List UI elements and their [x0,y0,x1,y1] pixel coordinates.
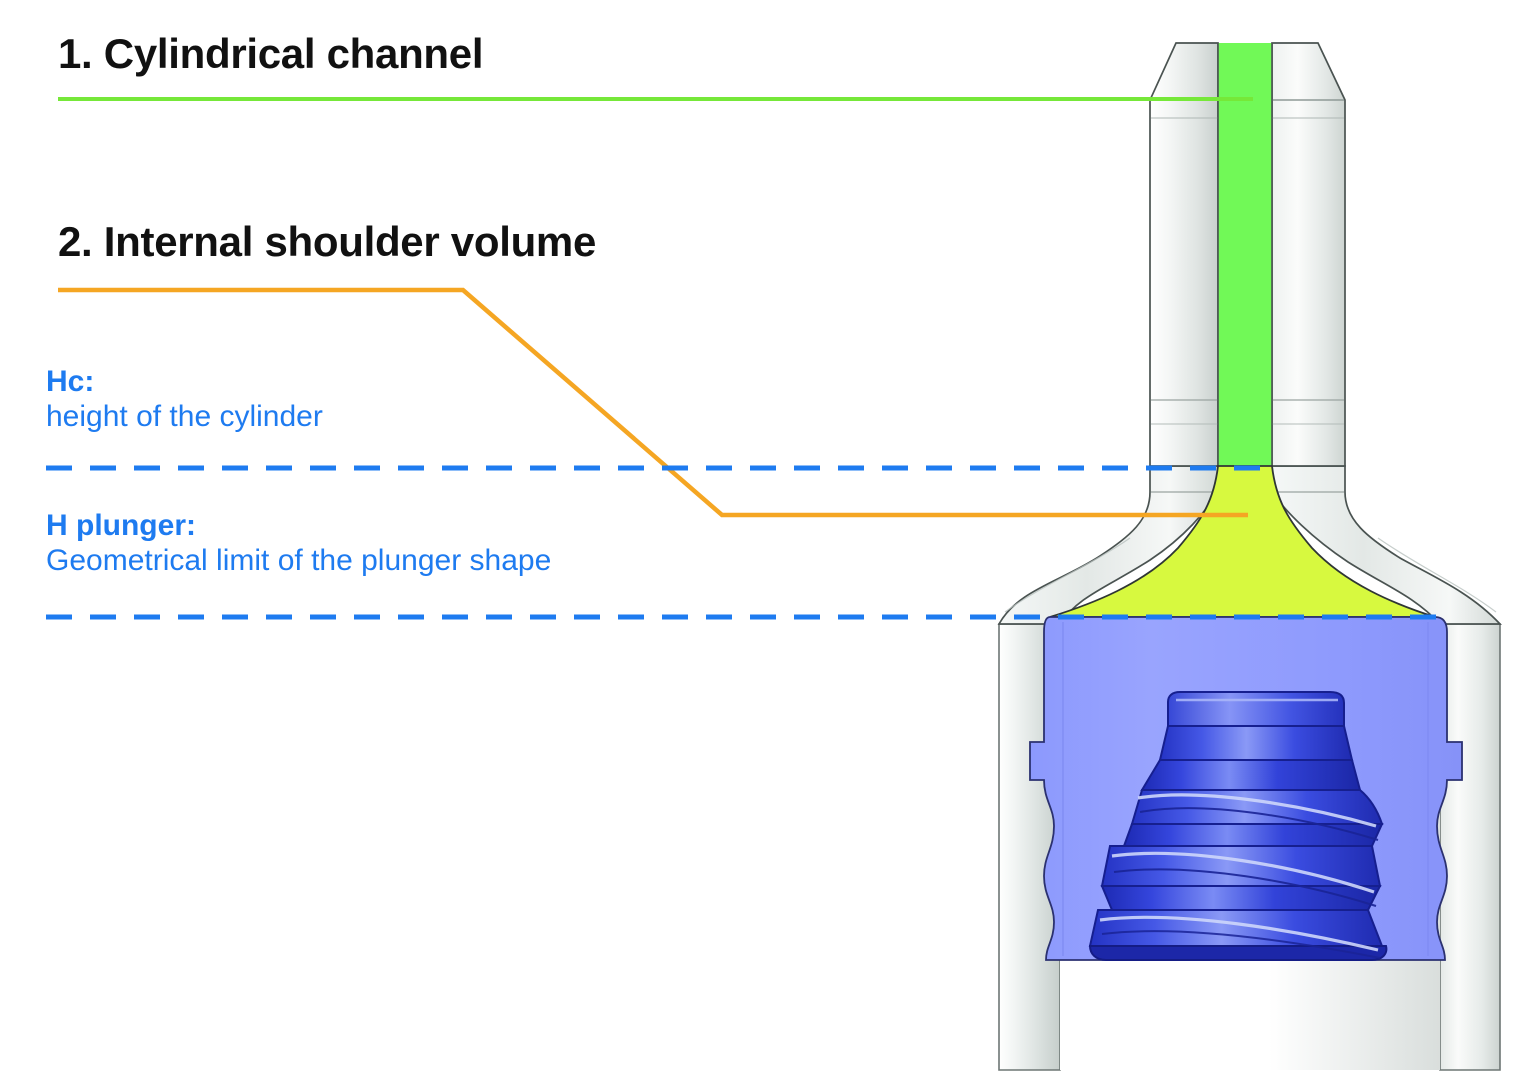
h-plunger-legend: H plunger: Geometrical limit of the plun… [46,508,551,579]
callout-title-internal-shoulder-volume: 2. Internal shoulder volume [58,218,597,265]
h-plunger-term: H plunger: [46,509,196,542]
internal-shoulder-volume-leader [58,287,1248,518]
hc-term: Hc: [46,365,95,398]
callout-title-cylindrical-channel: 1. Cylindrical channel [58,30,484,77]
h-plunger-description: Geometrical limit of the plunger shape [46,544,552,578]
hc-legend: Hc: height of the cylinder [46,364,323,435]
hc-description: height of the cylinder [46,400,323,434]
